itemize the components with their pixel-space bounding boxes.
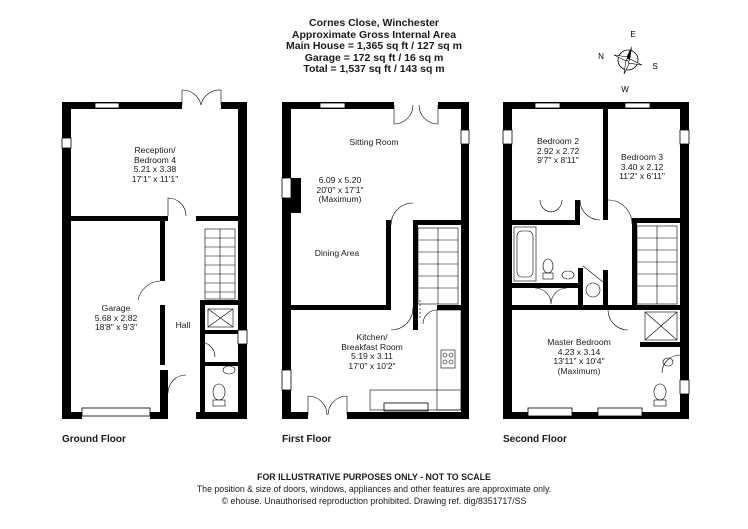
room-sitting: Sitting Room <box>349 137 399 148</box>
room-imperial: 11'2" x 6'11" <box>619 171 665 182</box>
compass-w: W <box>621 85 629 94</box>
room-note: (Maximum) <box>557 365 601 376</box>
compass-icon <box>613 46 643 75</box>
footer-note: The position & size of doors, windows, a… <box>196 484 552 494</box>
room-note: (Maximum) <box>318 194 362 205</box>
room-name: Reception/ <box>134 145 176 155</box>
main-house-area: Main House = 1,365 sq ft / 127 sq m <box>286 40 462 52</box>
compass-e: E <box>630 30 635 39</box>
second-floor-label: Second Floor <box>503 434 567 445</box>
ground-floor-label: Ground Floor <box>62 434 126 445</box>
room-imperial: 9'7" x 8'11" <box>537 155 579 166</box>
copyright: © ehouse. Unauthorised reproduction proh… <box>221 496 527 506</box>
room-metric: 5.21 x 3.38 <box>133 164 177 175</box>
first-floor-plan <box>281 102 470 419</box>
area-title: Approximate Gross Internal Area <box>291 28 457 41</box>
room-hall: Hall <box>175 320 191 331</box>
room-imperial: 13'11" x 10'4" <box>553 356 605 367</box>
garage-area: Garage = 172 sq ft / 16 sq m <box>304 51 444 64</box>
room-imperial: 18'8" x 9'3" <box>94 322 138 333</box>
room-reception: Reception/ Bedroom 4 5.21 x 3.38 17'1" x… <box>131 145 179 184</box>
room-name: Master Bedroom <box>547 337 611 347</box>
compass-n: N <box>598 52 604 61</box>
room-metric: 3.40 x 2.12 <box>620 161 664 172</box>
room-metric: 5.68 x 2.82 <box>94 312 138 323</box>
room-name: Sitting Room <box>349 137 399 147</box>
room-name: Kitchen/ <box>356 332 388 342</box>
room-master: Master Bedroom 4.23 x 3.14 13'11" x 10'4… <box>547 337 611 376</box>
disclaimer: FOR ILLUSTRATIVE PURPOSES ONLY - NOT TO … <box>257 472 491 482</box>
room-imperial: 17'0" x 10'2" <box>348 360 396 371</box>
ground-floor-plan <box>61 89 248 419</box>
room-metric: 6.09 x 5.20 <box>318 175 362 185</box>
room-dining: Dining Area <box>314 248 360 259</box>
plan-header: Cornes Close, Winchester Approximate Gro… <box>0 17 748 76</box>
room-imperial: 17'1" x 11'1" <box>131 173 179 184</box>
room-name: Bedroom 4 <box>133 154 177 165</box>
room-sitting-dims: 6.09 x 5.20 20'0" x 17'1" (Maximum) <box>316 175 364 205</box>
address-title: Cornes Close, Winchester <box>308 17 440 29</box>
plan-footer: FOR ILLUSTRATIVE PURPOSES ONLY - NOT TO … <box>0 471 748 507</box>
room-name: Breakfast Room <box>341 341 403 352</box>
first-floor-label: First Floor <box>282 434 332 445</box>
room-garage: Garage 5.68 x 2.82 18'8" x 9'3" <box>94 303 138 333</box>
room-name: Dining Area <box>314 248 360 258</box>
room-name: Bedroom 3 <box>620 152 664 162</box>
room-metric: 4.23 x 3.14 <box>557 346 601 357</box>
room-name: Garage <box>101 303 131 313</box>
second-floor-plan <box>502 102 690 419</box>
room-name: Bedroom 2 <box>536 136 580 146</box>
room-name: Hall <box>175 320 191 330</box>
room-kitchen: Kitchen/ Breakfast Room 5.19 x 3.11 17'0… <box>341 332 403 371</box>
total-area: Total = 1,537 sq ft / 143 sq m <box>303 63 445 75</box>
compass-s: S <box>652 62 657 71</box>
room-imperial: 20'0" x 17'1" <box>316 184 364 195</box>
room-metric: 2.92 x 2.72 <box>536 145 580 156</box>
room-bedroom2: Bedroom 2 2.92 x 2.72 9'7" x 8'11" <box>536 136 580 166</box>
room-bedroom3: Bedroom 3 3.40 x 2.12 11'2" x 6'11" <box>619 152 665 182</box>
room-metric: 5.19 x 3.11 <box>351 351 393 362</box>
